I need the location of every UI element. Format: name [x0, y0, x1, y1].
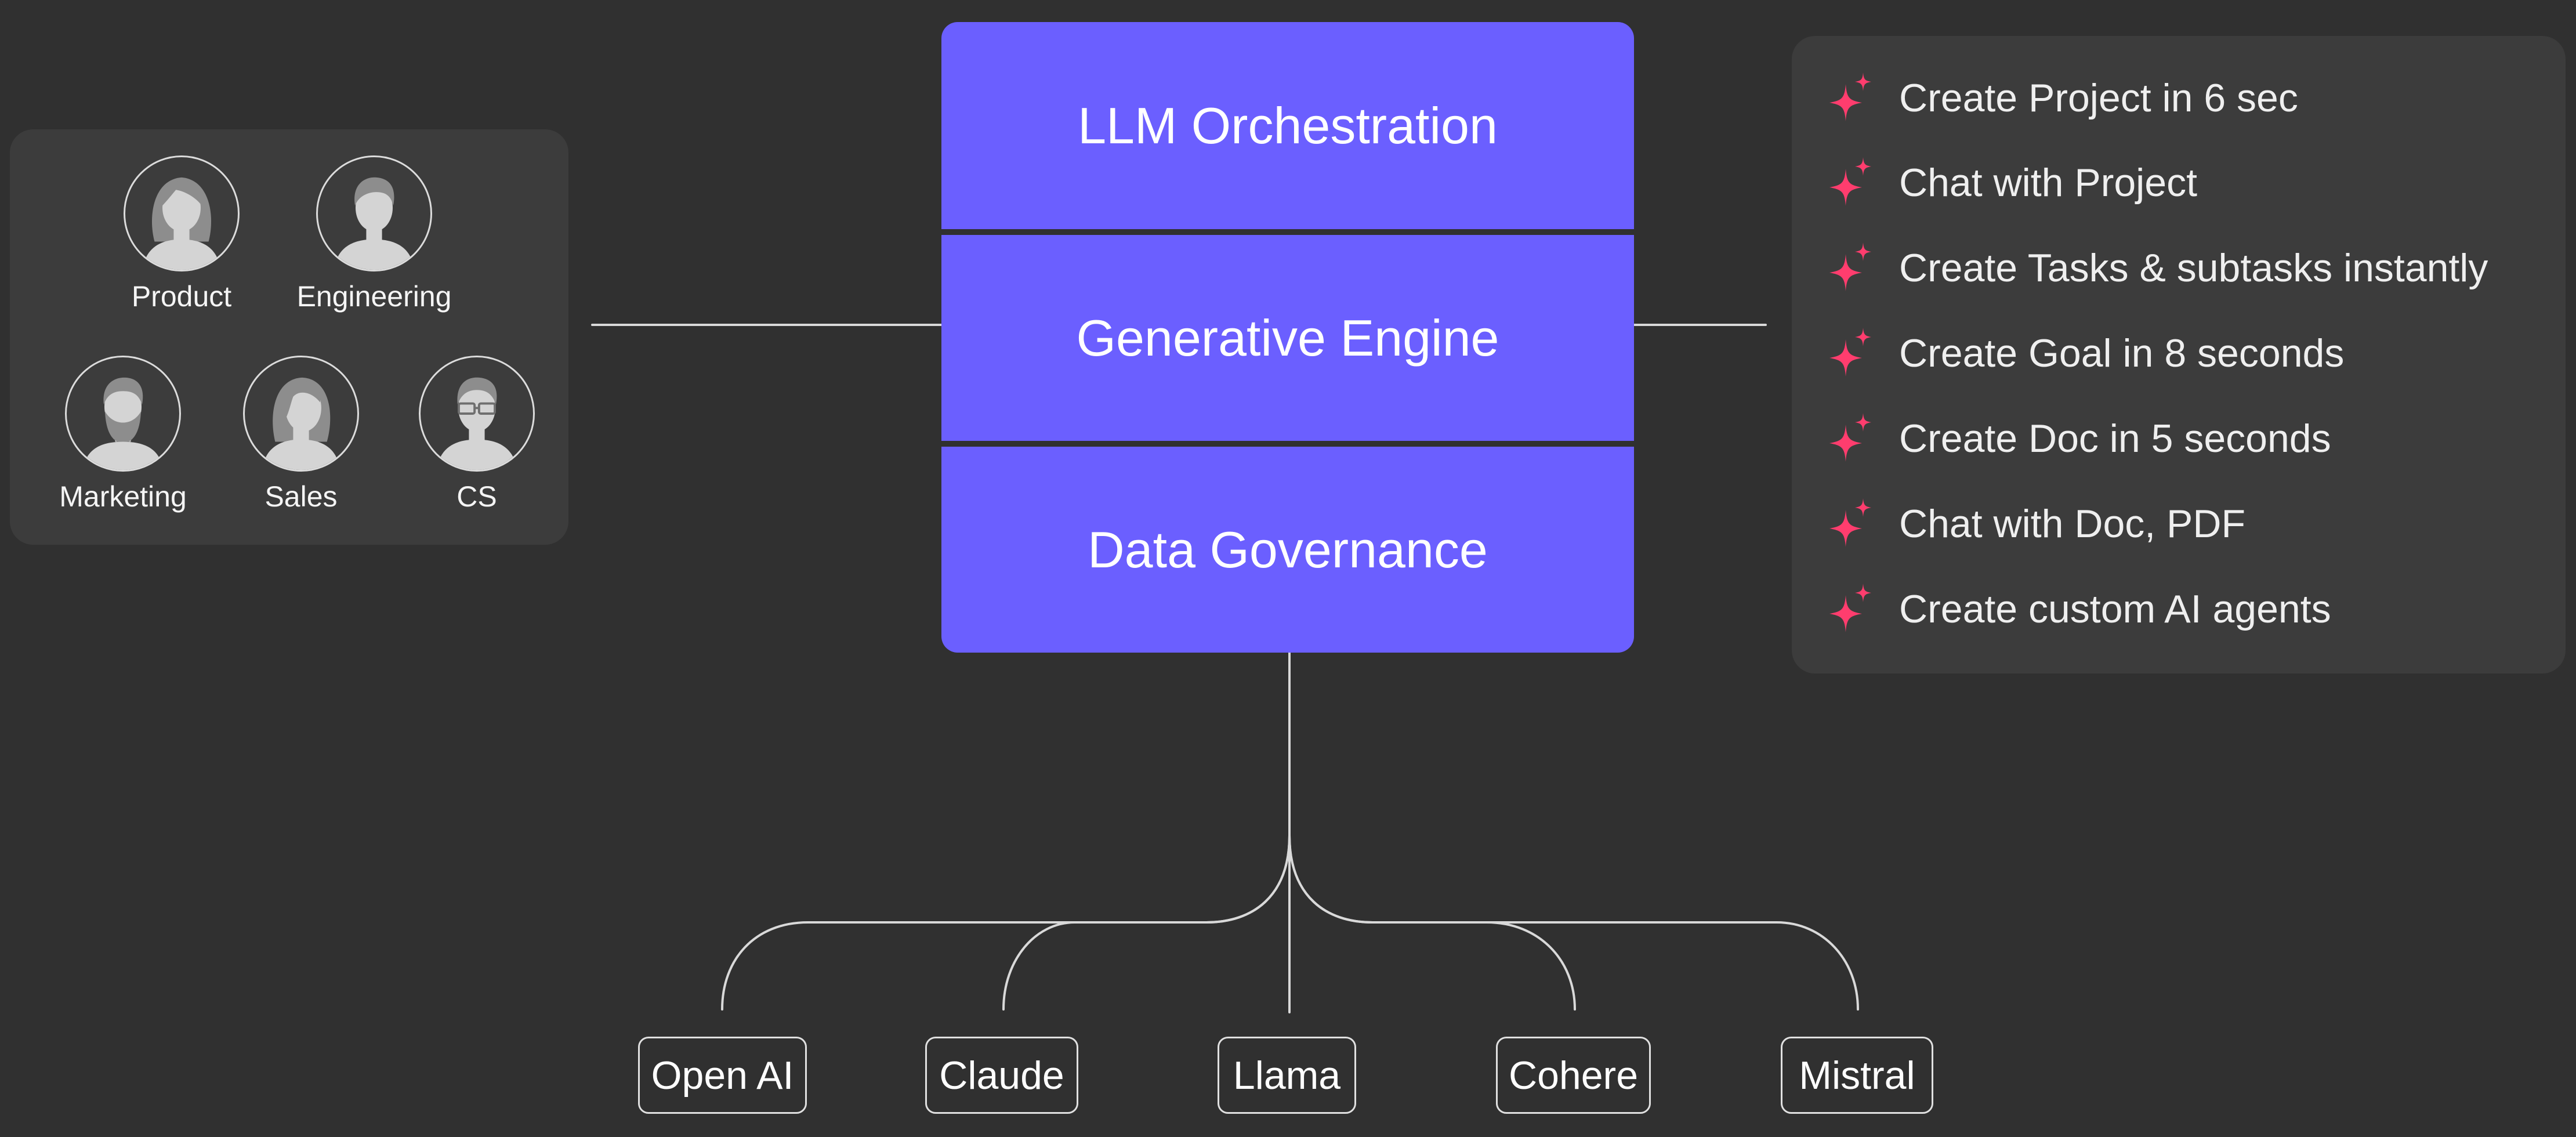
person-avatar-icon — [65, 356, 181, 472]
team-marketing: Marketing — [36, 356, 210, 513]
person-avatar-icon — [316, 155, 432, 271]
team-product: Product — [95, 155, 269, 313]
team-label: Marketing — [59, 480, 187, 513]
models-connector-claude — [1002, 834, 1291, 1011]
feature-item: Create Goal in 8 seconds — [1828, 321, 2344, 385]
ai-stack: LLM Orchestration Generative Engine Data… — [941, 22, 1634, 653]
person-avatar-icon — [243, 356, 359, 472]
layer-data-governance: Data Governance — [1088, 520, 1488, 578]
layer-generative-engine: Generative Engine — [1076, 309, 1499, 367]
layer-divider — [941, 441, 1634, 447]
model-llama: Llama — [1218, 1037, 1356, 1114]
model-cohere: Cohere — [1496, 1037, 1651, 1114]
team-label: CS — [456, 480, 497, 513]
model-mistral: Mistral — [1781, 1037, 1933, 1114]
model-open-ai: Open AI — [638, 1037, 807, 1114]
feature-item: Chat with Project — [1828, 151, 2197, 215]
feature-item: Create Project in 6 sec — [1828, 66, 2298, 130]
feature-item: Chat with Doc, PDF — [1828, 492, 2245, 556]
feature-label: Chat with Doc, PDF — [1899, 502, 2246, 546]
models-connector-mistral — [1288, 834, 1859, 1011]
feature-item: Create Tasks & subtasks instantly — [1828, 236, 2488, 300]
model-claude: Claude — [925, 1037, 1078, 1114]
layer-llm-orchestration: LLM Orchestration — [1078, 96, 1498, 154]
feature-label: Create Doc in 5 seconds — [1899, 417, 2331, 461]
layer-divider — [941, 229, 1634, 235]
feature-label: Create Tasks & subtasks instantly — [1899, 246, 2488, 290]
sparkle-icon — [1829, 328, 1871, 376]
features-panel: Create Project in 6 sec Chat with Projec… — [1792, 36, 2566, 673]
models-connector-cohere — [1288, 834, 1576, 1011]
team-cs: CS — [390, 356, 564, 513]
sparkle-icon — [1829, 73, 1871, 121]
sparkle-icon — [1829, 498, 1871, 547]
team-engineering: Engineering — [287, 155, 461, 313]
feature-item: Create custom AI agents — [1828, 577, 2331, 641]
team-sales: Sales — [214, 356, 388, 513]
team-label: Sales — [265, 480, 338, 513]
feature-label: Create Goal in 8 seconds — [1899, 331, 2345, 375]
sparkle-icon — [1829, 157, 1871, 206]
sparkle-icon — [1829, 413, 1871, 462]
feature-label: Chat with Project — [1899, 161, 2197, 205]
team-label: Engineering — [296, 280, 452, 313]
person-avatar-icon — [124, 155, 240, 271]
sparkle-icon — [1829, 584, 1871, 632]
feature-item: Create Doc in 5 seconds — [1828, 407, 2331, 470]
feature-label: Create custom AI agents — [1899, 587, 2331, 631]
sparkle-icon — [1829, 242, 1871, 291]
teams-panel: Product Engineering Marketing — [10, 129, 568, 545]
person-avatar-icon — [419, 356, 535, 472]
models-connector-openai — [721, 834, 1291, 1011]
team-label: Product — [131, 280, 232, 313]
feature-label: Create Project in 6 sec — [1899, 76, 2298, 120]
